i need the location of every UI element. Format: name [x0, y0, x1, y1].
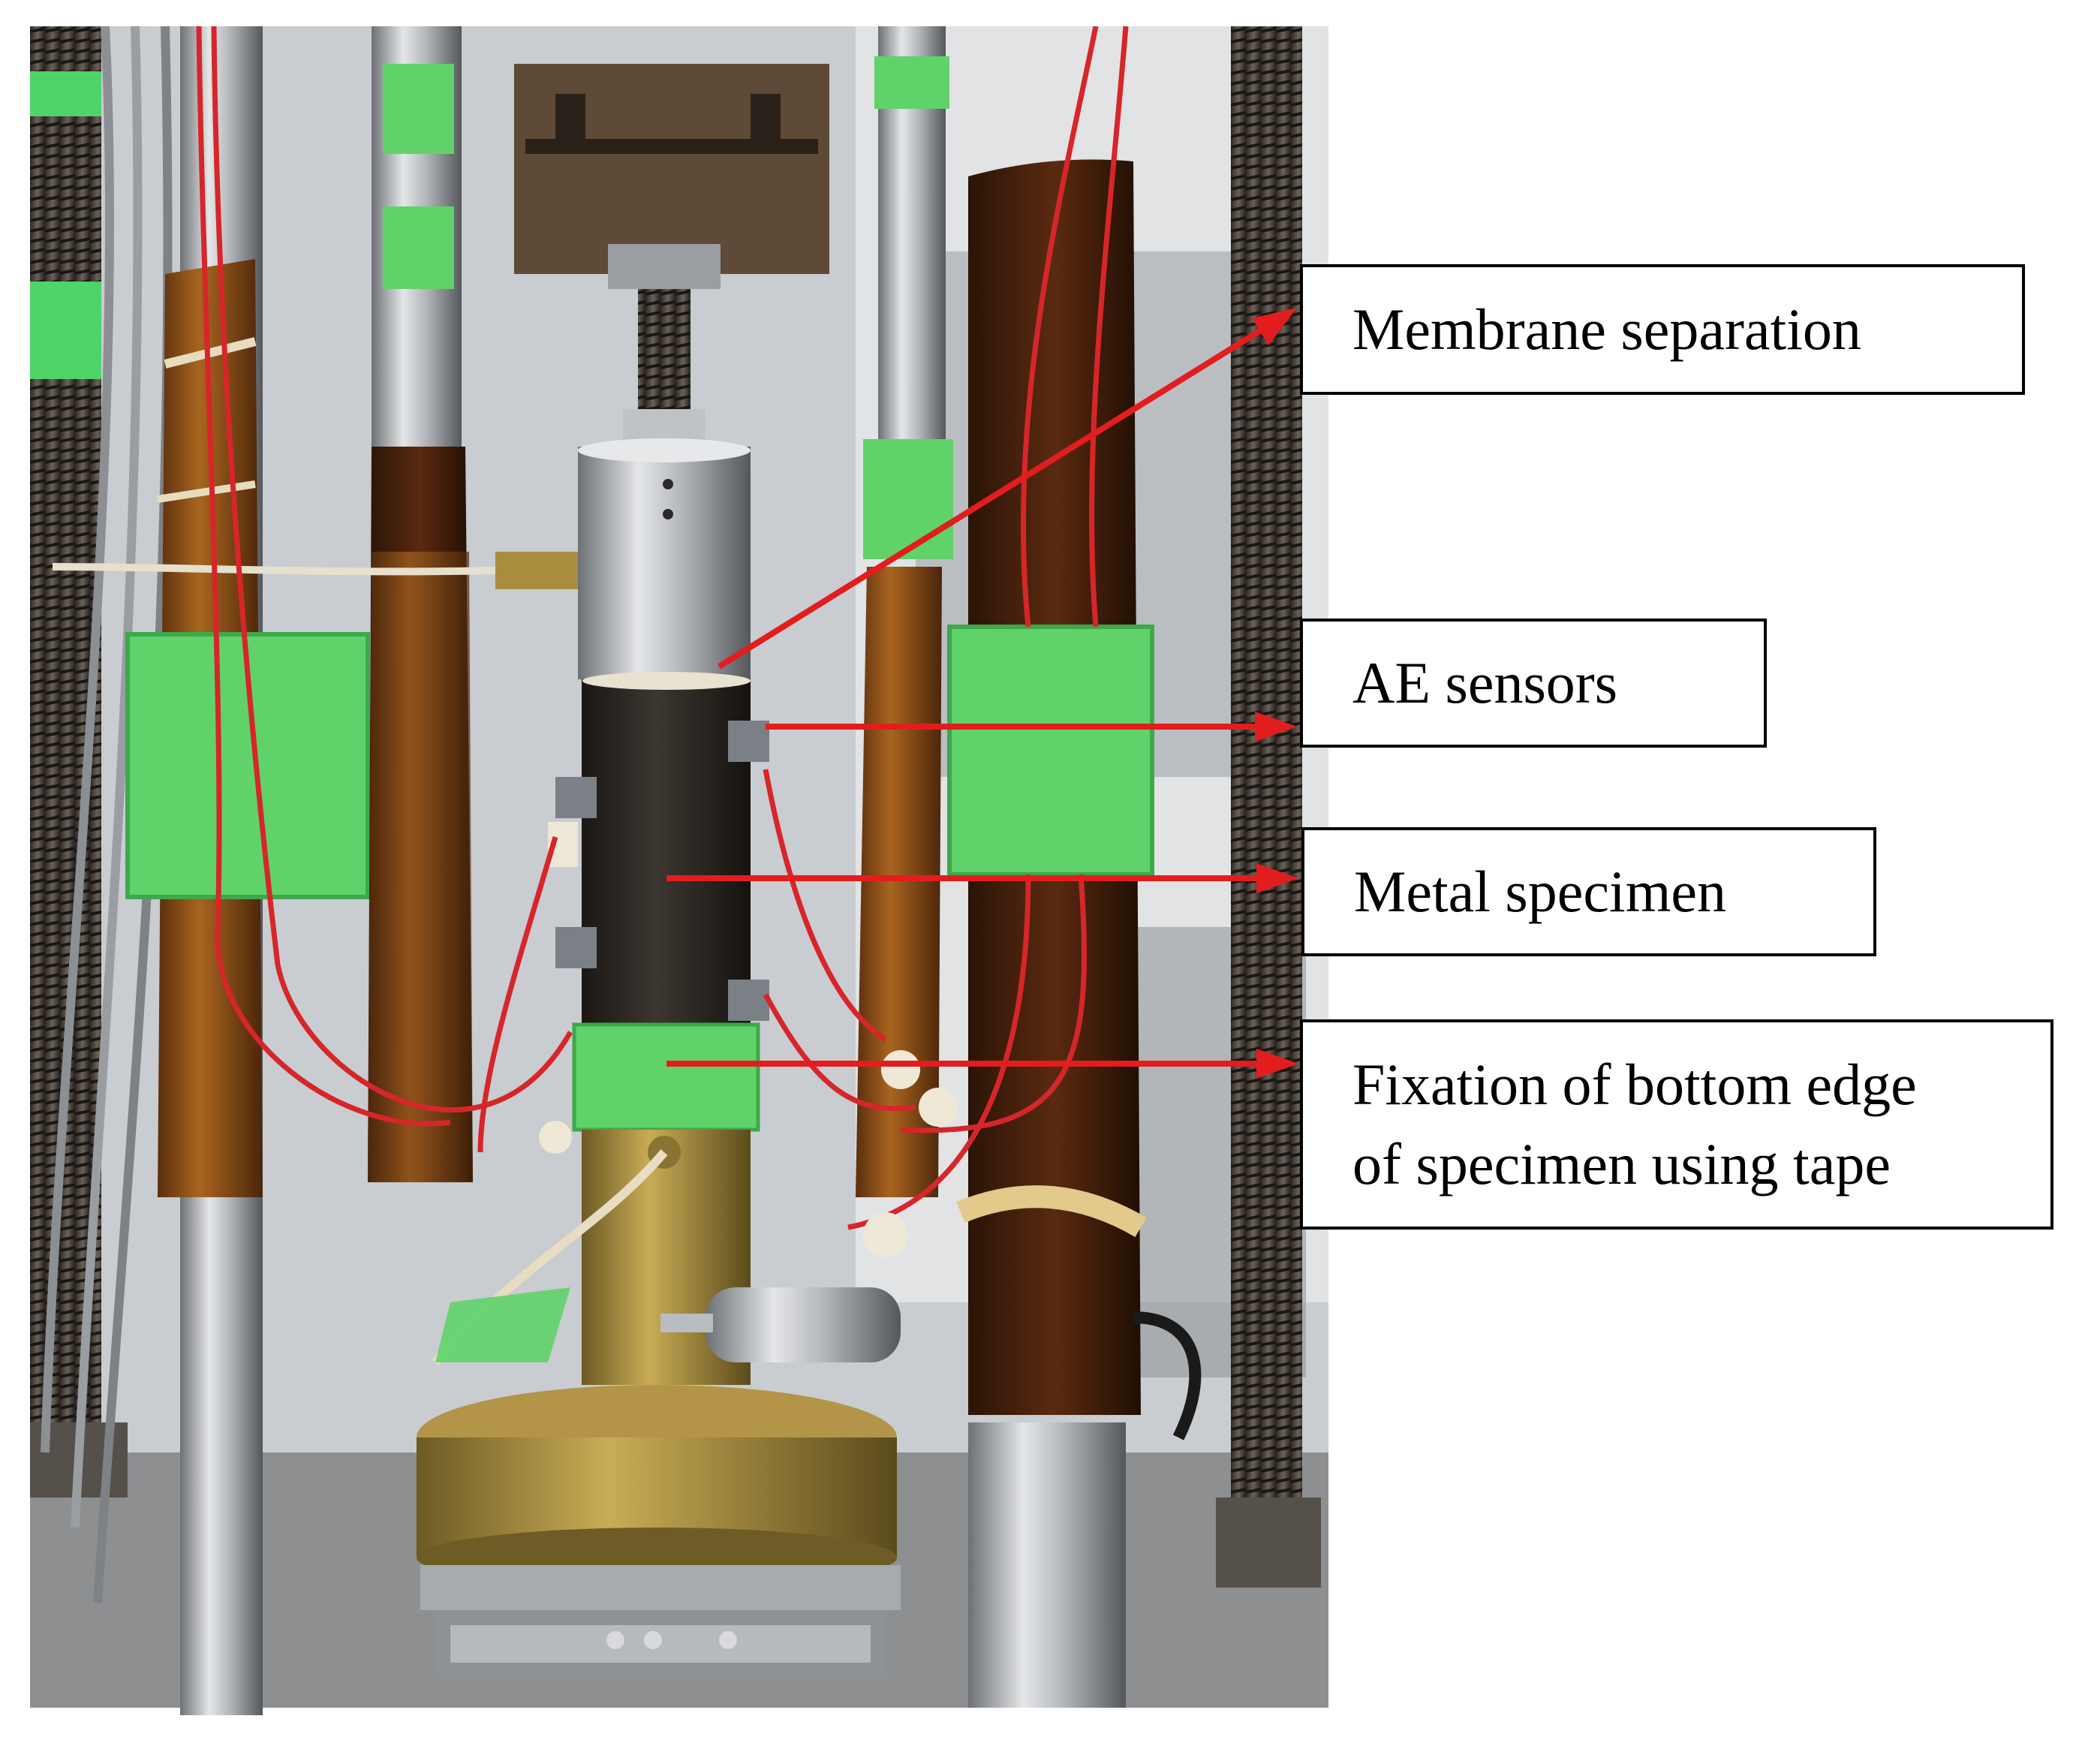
- label-text: Metal specimen: [1354, 859, 1726, 924]
- arrow-metal-specimen: [666, 863, 1298, 893]
- label-bottom-fixation: Fixation of bottom edge of specimen usin…: [1300, 1019, 2053, 1230]
- label-text: AE sensors: [1352, 650, 1618, 715]
- label-metal-specimen: Metal specimen: [1301, 827, 1876, 956]
- arrow-ae-sensors: [766, 712, 1297, 742]
- label-text: Membrane separation: [1352, 297, 1861, 362]
- arrow-bottom-fixation: [666, 1049, 1298, 1079]
- test-rig-photo: [30, 26, 1328, 1715]
- label-ae-sensors: AE sensors: [1300, 619, 1767, 748]
- arrow-membrane-separation: [717, 308, 1297, 670]
- label-text: Fixation of bottom edge of specimen usin…: [1352, 1052, 1917, 1197]
- label-membrane-separation: Membrane separation: [1300, 264, 2025, 395]
